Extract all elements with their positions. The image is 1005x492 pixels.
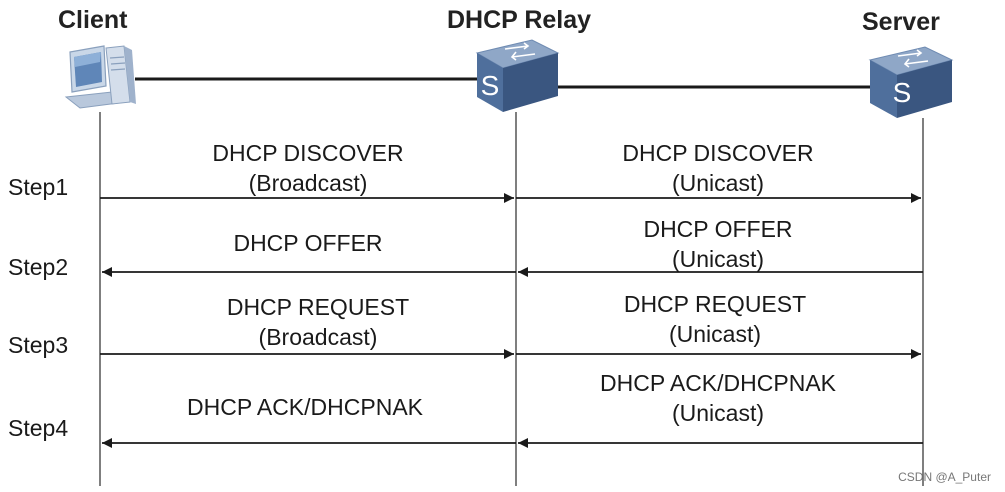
message-step1-relay-server: DHCP DISCOVER (Unicast) [622,138,813,198]
message-step4-relay-client: DHCP ACK/DHCPNAK [187,392,423,422]
message-mode: (Unicast) [671,246,764,272]
message-step1-client-relay: DHCP DISCOVER (Broadcast) [212,138,403,198]
message-mode: (Unicast) [671,400,764,426]
message-name: DHCP ACK/DHCPNAK [599,370,837,396]
svg-text:S: S [893,77,912,108]
message-mode: (Broadcast) [248,170,368,196]
message-step4-server-relay: DHCP ACK/DHCPNAK (Unicast) [600,368,836,428]
message-mode: (Broadcast) [258,324,378,350]
message-name: DHCP OFFER [233,230,383,256]
switch-icon-relay: S [475,39,560,112]
message-step3-client-relay: DHCP REQUEST (Broadcast) [227,292,409,352]
computer-icon [64,45,136,109]
relay-title: DHCP Relay [447,6,592,34]
step-label-4: Step4 [8,415,69,441]
message-name: DHCP ACK/DHCPNAK [186,394,424,420]
message-name: DHCP DISCOVER [212,140,404,166]
message-name: DHCP REQUEST [623,291,807,317]
watermark: CSDN @A_Puter [898,470,991,484]
message-name: DHCP DISCOVER [622,140,814,166]
message-mode: (Unicast) [668,321,762,347]
svg-text:S: S [481,70,500,101]
step-label-1: Step1 [8,174,69,200]
message-mode: (Unicast) [671,170,764,196]
message-step2-server-relay: DHCP OFFER (Unicast) [643,214,792,274]
step-label-2: Step2 [8,254,69,280]
message-step2-relay-client: DHCP OFFER [233,228,382,258]
step-label-3: Step3 [8,332,69,358]
message-name: DHCP OFFER [643,216,793,242]
switch-icon-server: S [868,46,954,118]
message-step3-relay-server: DHCP REQUEST (Unicast) [624,289,806,349]
message-name: DHCP REQUEST [226,294,410,320]
client-title: Client [58,6,128,34]
server-title: Server [862,8,940,36]
